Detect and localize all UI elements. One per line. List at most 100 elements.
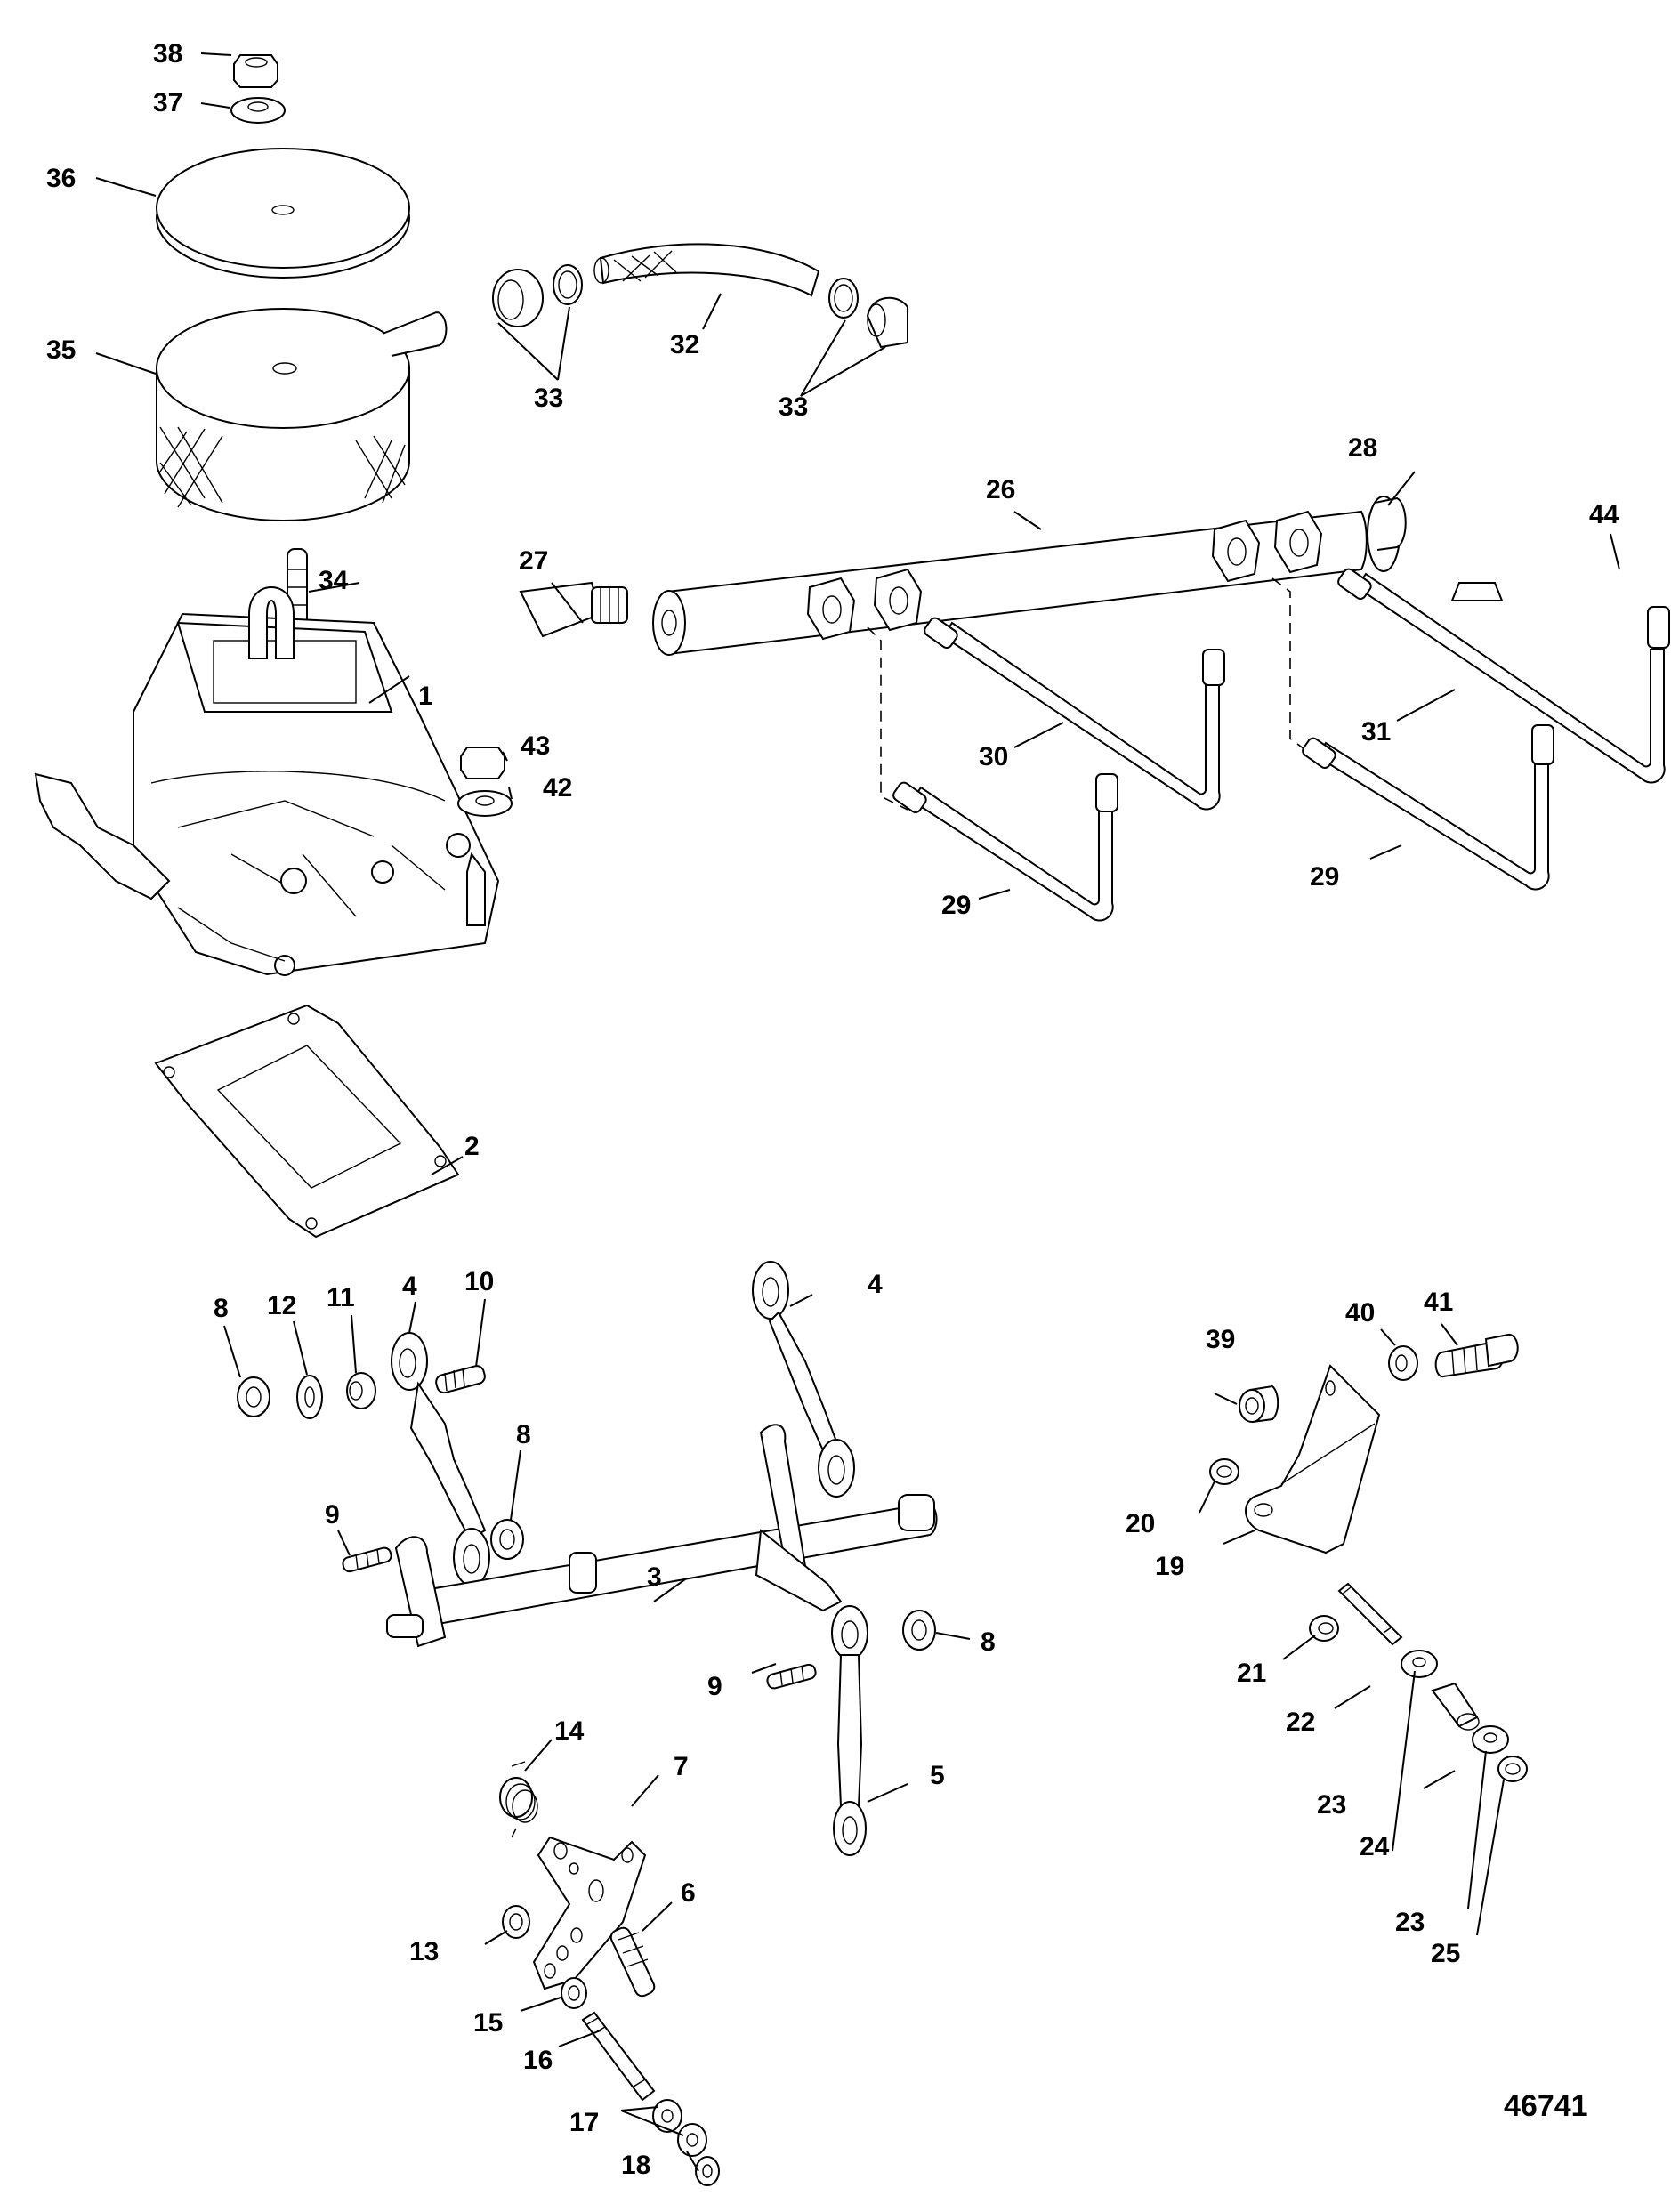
fuel-line-29-left: [892, 773, 1118, 922]
nut-8-right: [902, 1610, 936, 1651]
washer-17-a: [652, 2099, 682, 2133]
callout-8-left: 8: [214, 1294, 229, 1323]
callout-19: 19: [1155, 1552, 1184, 1581]
callout-43: 43: [521, 731, 550, 761]
callout-32: 32: [670, 330, 699, 359]
carburetor-1: [34, 586, 500, 976]
callout-10: 10: [464, 1267, 494, 1296]
nut-18: [695, 2156, 720, 2186]
callout-9-right: 9: [707, 1672, 722, 1701]
callout-21: 21: [1237, 1659, 1266, 1688]
callout-25: 25: [1431, 1939, 1460, 1968]
callout-35: 35: [46, 335, 76, 365]
callout-33-left: 33: [534, 383, 563, 413]
elbow-33-right: [866, 296, 908, 349]
callout-20: 20: [1126, 1509, 1155, 1538]
washer-23-b: [1472, 1725, 1509, 1754]
screw-41: [1434, 1333, 1519, 1378]
figure-number: 46741: [1504, 2089, 1588, 2123]
nut-8-left: [237, 1376, 270, 1417]
leader-dashed-log-to-29b: [1271, 577, 1309, 753]
callout-44: 44: [1589, 500, 1619, 529]
throttle-shaft-3: [386, 1424, 938, 1648]
callout-15: 15: [473, 2008, 503, 2038]
cap-44: [1450, 582, 1504, 601]
washer-40: [1388, 1345, 1418, 1381]
hose-32: [593, 243, 820, 297]
callout-23-b: 23: [1395, 1908, 1425, 1937]
callout-22: 22: [1286, 1707, 1315, 1737]
callout-23-a: 23: [1317, 1790, 1346, 1820]
sleeve-24: [1431, 1682, 1480, 1731]
callout-39: 39: [1206, 1325, 1235, 1354]
callout-8-right: 8: [981, 1627, 996, 1657]
callout-37: 37: [153, 88, 182, 117]
nut-43: [460, 747, 505, 779]
callout-28: 28: [1348, 433, 1377, 463]
callout-31: 31: [1361, 717, 1391, 747]
callout-3: 3: [647, 1562, 662, 1592]
callout-7: 7: [674, 1752, 689, 1781]
washer-12: [296, 1375, 323, 1419]
screw-9-right: [766, 1663, 817, 1690]
washer-17-b: [677, 2123, 707, 2157]
link-4-right: [752, 1261, 855, 1498]
callout-29-right: 29: [1310, 862, 1339, 892]
screw-6: [609, 1926, 656, 1998]
callout-12: 12: [267, 1291, 296, 1320]
leader-dashed-log-to-29a: [867, 626, 908, 811]
link-4-left: [391, 1332, 490, 1586]
callout-34: 34: [319, 566, 349, 595]
fuel-line-29-right: [1302, 724, 1554, 891]
callout-4-left: 4: [402, 1271, 417, 1301]
nut-21: [1309, 1615, 1339, 1642]
nut-13: [502, 1905, 530, 1939]
callout-5: 5: [930, 1761, 945, 1790]
plug-28: [1367, 496, 1407, 572]
callout-33-right: 33: [779, 392, 808, 422]
spring-14: [499, 1761, 538, 1838]
callout-17: 17: [569, 2108, 599, 2137]
callout-27: 27: [519, 546, 548, 576]
callout-40: 40: [1345, 1298, 1375, 1328]
washer-23-a: [1401, 1650, 1438, 1678]
callout-41: 41: [1424, 1288, 1453, 1317]
callout-30: 30: [979, 742, 1008, 771]
nut-8-mid: [490, 1519, 524, 1560]
leader-lines: [95, 52, 1620, 2172]
callout-13: 13: [409, 1937, 439, 1966]
fuel-line-30: [924, 617, 1225, 811]
callout-16: 16: [523, 2046, 553, 2075]
callout-6: 6: [681, 1878, 696, 1908]
fitting-27: [519, 581, 628, 638]
washer-37: [230, 97, 286, 124]
link-5: [831, 1605, 868, 1856]
callout-9-left: 9: [325, 1500, 340, 1530]
bushing-11: [346, 1372, 376, 1409]
clamp-33-right: [828, 278, 859, 319]
clamp-33-left: [553, 264, 583, 305]
callout-4-right: 4: [868, 1270, 883, 1299]
nut-25: [1497, 1756, 1528, 1782]
callout-18: 18: [621, 2151, 650, 2180]
gasket-2: [154, 1004, 460, 1239]
fuel-log-26: [652, 510, 1368, 656]
nut-38: [233, 54, 278, 88]
callout-36: 36: [46, 164, 76, 193]
callout-labels: 38 37 36 35 34 1 43 42 2 33 32 33 26 28 …: [46, 39, 1619, 2180]
air-cleaner-cover-36: [156, 148, 410, 279]
screw-10: [435, 1365, 486, 1394]
callout-26: 26: [986, 475, 1015, 505]
elbow-33-left: [492, 269, 544, 327]
callout-8-mid: 8: [516, 1420, 531, 1449]
pin-22: [1337, 1582, 1403, 1646]
nut-20: [1209, 1458, 1239, 1485]
stud-16: [581, 2011, 656, 2102]
callout-2: 2: [464, 1132, 480, 1161]
fuel-line-31: [1337, 568, 1670, 784]
callout-29-left: 29: [941, 891, 971, 920]
nut-15: [561, 1977, 587, 2009]
callout-11: 11: [327, 1283, 355, 1312]
callout-24: 24: [1360, 1832, 1390, 1861]
